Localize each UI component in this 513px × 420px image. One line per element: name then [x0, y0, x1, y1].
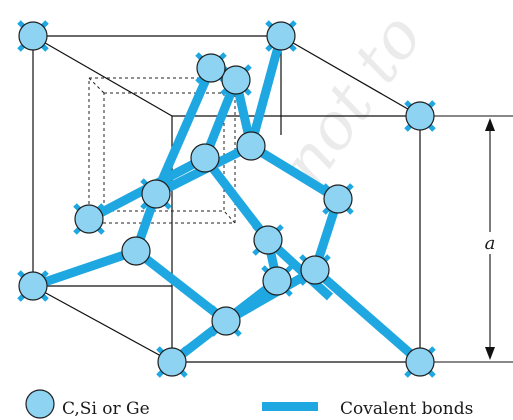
atom: [405, 101, 435, 131]
atom: [266, 21, 296, 51]
atom: [74, 204, 104, 234]
atom: [253, 225, 283, 255]
atom: [323, 184, 353, 214]
atom: [236, 131, 266, 161]
legend-bond-swatch: [262, 402, 318, 411]
atom: [121, 236, 151, 266]
atom: [157, 347, 187, 377]
atom: [18, 21, 48, 51]
atom: [405, 347, 435, 377]
atom: [18, 271, 48, 301]
atom: [221, 65, 251, 95]
atom: [211, 306, 241, 336]
legend-bond-label: Covalent bonds: [340, 399, 473, 419]
atom: [141, 179, 171, 209]
atom: [190, 143, 220, 173]
atom: [300, 255, 330, 285]
legend: C,Si or Ge Covalent bonds: [25, 389, 473, 419]
atoms: [18, 21, 435, 377]
atom: [262, 266, 292, 296]
dimension-label: a: [485, 233, 496, 254]
legend-atom-label: C,Si or Ge: [62, 399, 150, 419]
atom: [196, 53, 226, 83]
legend-atom-icon: [25, 389, 55, 419]
